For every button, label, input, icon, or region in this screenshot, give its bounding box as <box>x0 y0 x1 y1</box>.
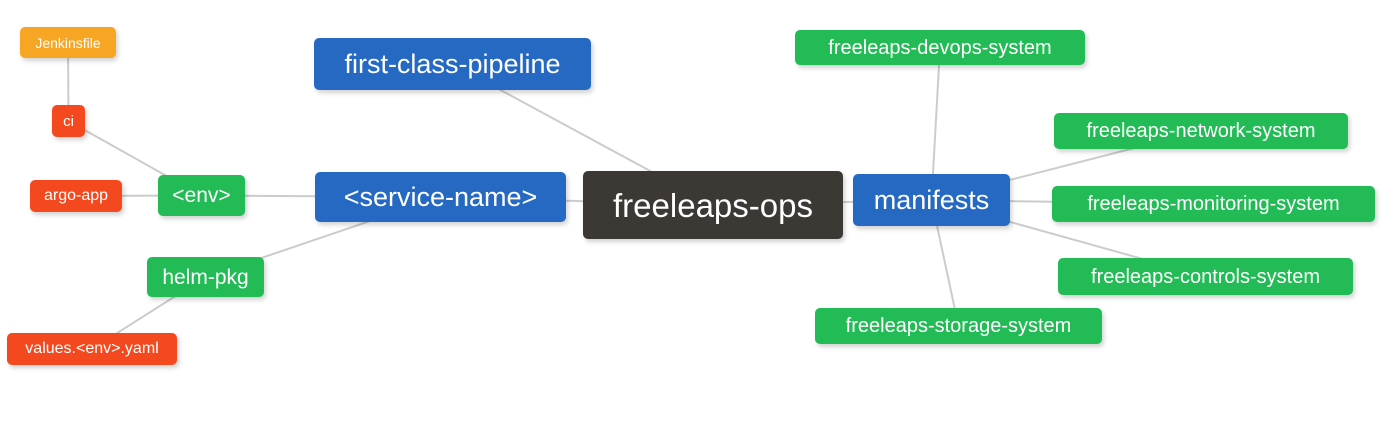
node-service-name[interactable]: <service-name> <box>315 172 566 222</box>
node-label: Jenkinsfile <box>35 34 101 51</box>
node-label: argo-app <box>43 187 109 204</box>
node-label: first-class-pipeline <box>344 48 561 79</box>
node-label: freeleaps-controls-system <box>1091 265 1320 288</box>
node-values-env-yaml[interactable]: values.<env>.yaml <box>7 333 177 365</box>
node-label: freeleaps-devops-system <box>828 36 1052 59</box>
node-freeleaps-monitoring-system[interactable]: freeleaps-monitoring-system <box>1052 186 1375 222</box>
node-env[interactable]: <env> <box>158 175 245 216</box>
node-freeleaps-ops[interactable]: freeleaps-ops <box>583 171 843 239</box>
node-label: ci <box>63 112 74 130</box>
node-label: manifests <box>873 184 990 215</box>
node-label: helm-pkg <box>162 265 249 289</box>
node-label: freeleaps-monitoring-system <box>1087 193 1340 215</box>
node-freeleaps-devops-system[interactable]: freeleaps-devops-system <box>795 30 1085 65</box>
node-label: freeleaps-network-system <box>1086 120 1316 142</box>
node-label: <service-name> <box>343 181 538 212</box>
node-freeleaps-controls-system[interactable]: freeleaps-controls-system <box>1058 258 1353 295</box>
node-manifests[interactable]: manifests <box>853 174 1010 226</box>
node-label: freeleaps-storage-system <box>845 315 1072 337</box>
node-label: freeleaps-ops <box>613 186 813 224</box>
node-helm-pkg[interactable]: helm-pkg <box>147 257 264 297</box>
node-jenkinsfile[interactable]: Jenkinsfile <box>20 27 116 58</box>
node-label: <env> <box>172 184 231 207</box>
node-first-class-pipeline[interactable]: first-class-pipeline <box>314 38 591 90</box>
node-freeleaps-network-system[interactable]: freeleaps-network-system <box>1054 113 1348 149</box>
node-freeleaps-storage-system[interactable]: freeleaps-storage-system <box>815 308 1102 344</box>
node-ci[interactable]: ci <box>52 105 85 137</box>
node-argo-app[interactable]: argo-app <box>30 180 122 212</box>
node-label: values.<env>.yaml <box>25 340 159 357</box>
